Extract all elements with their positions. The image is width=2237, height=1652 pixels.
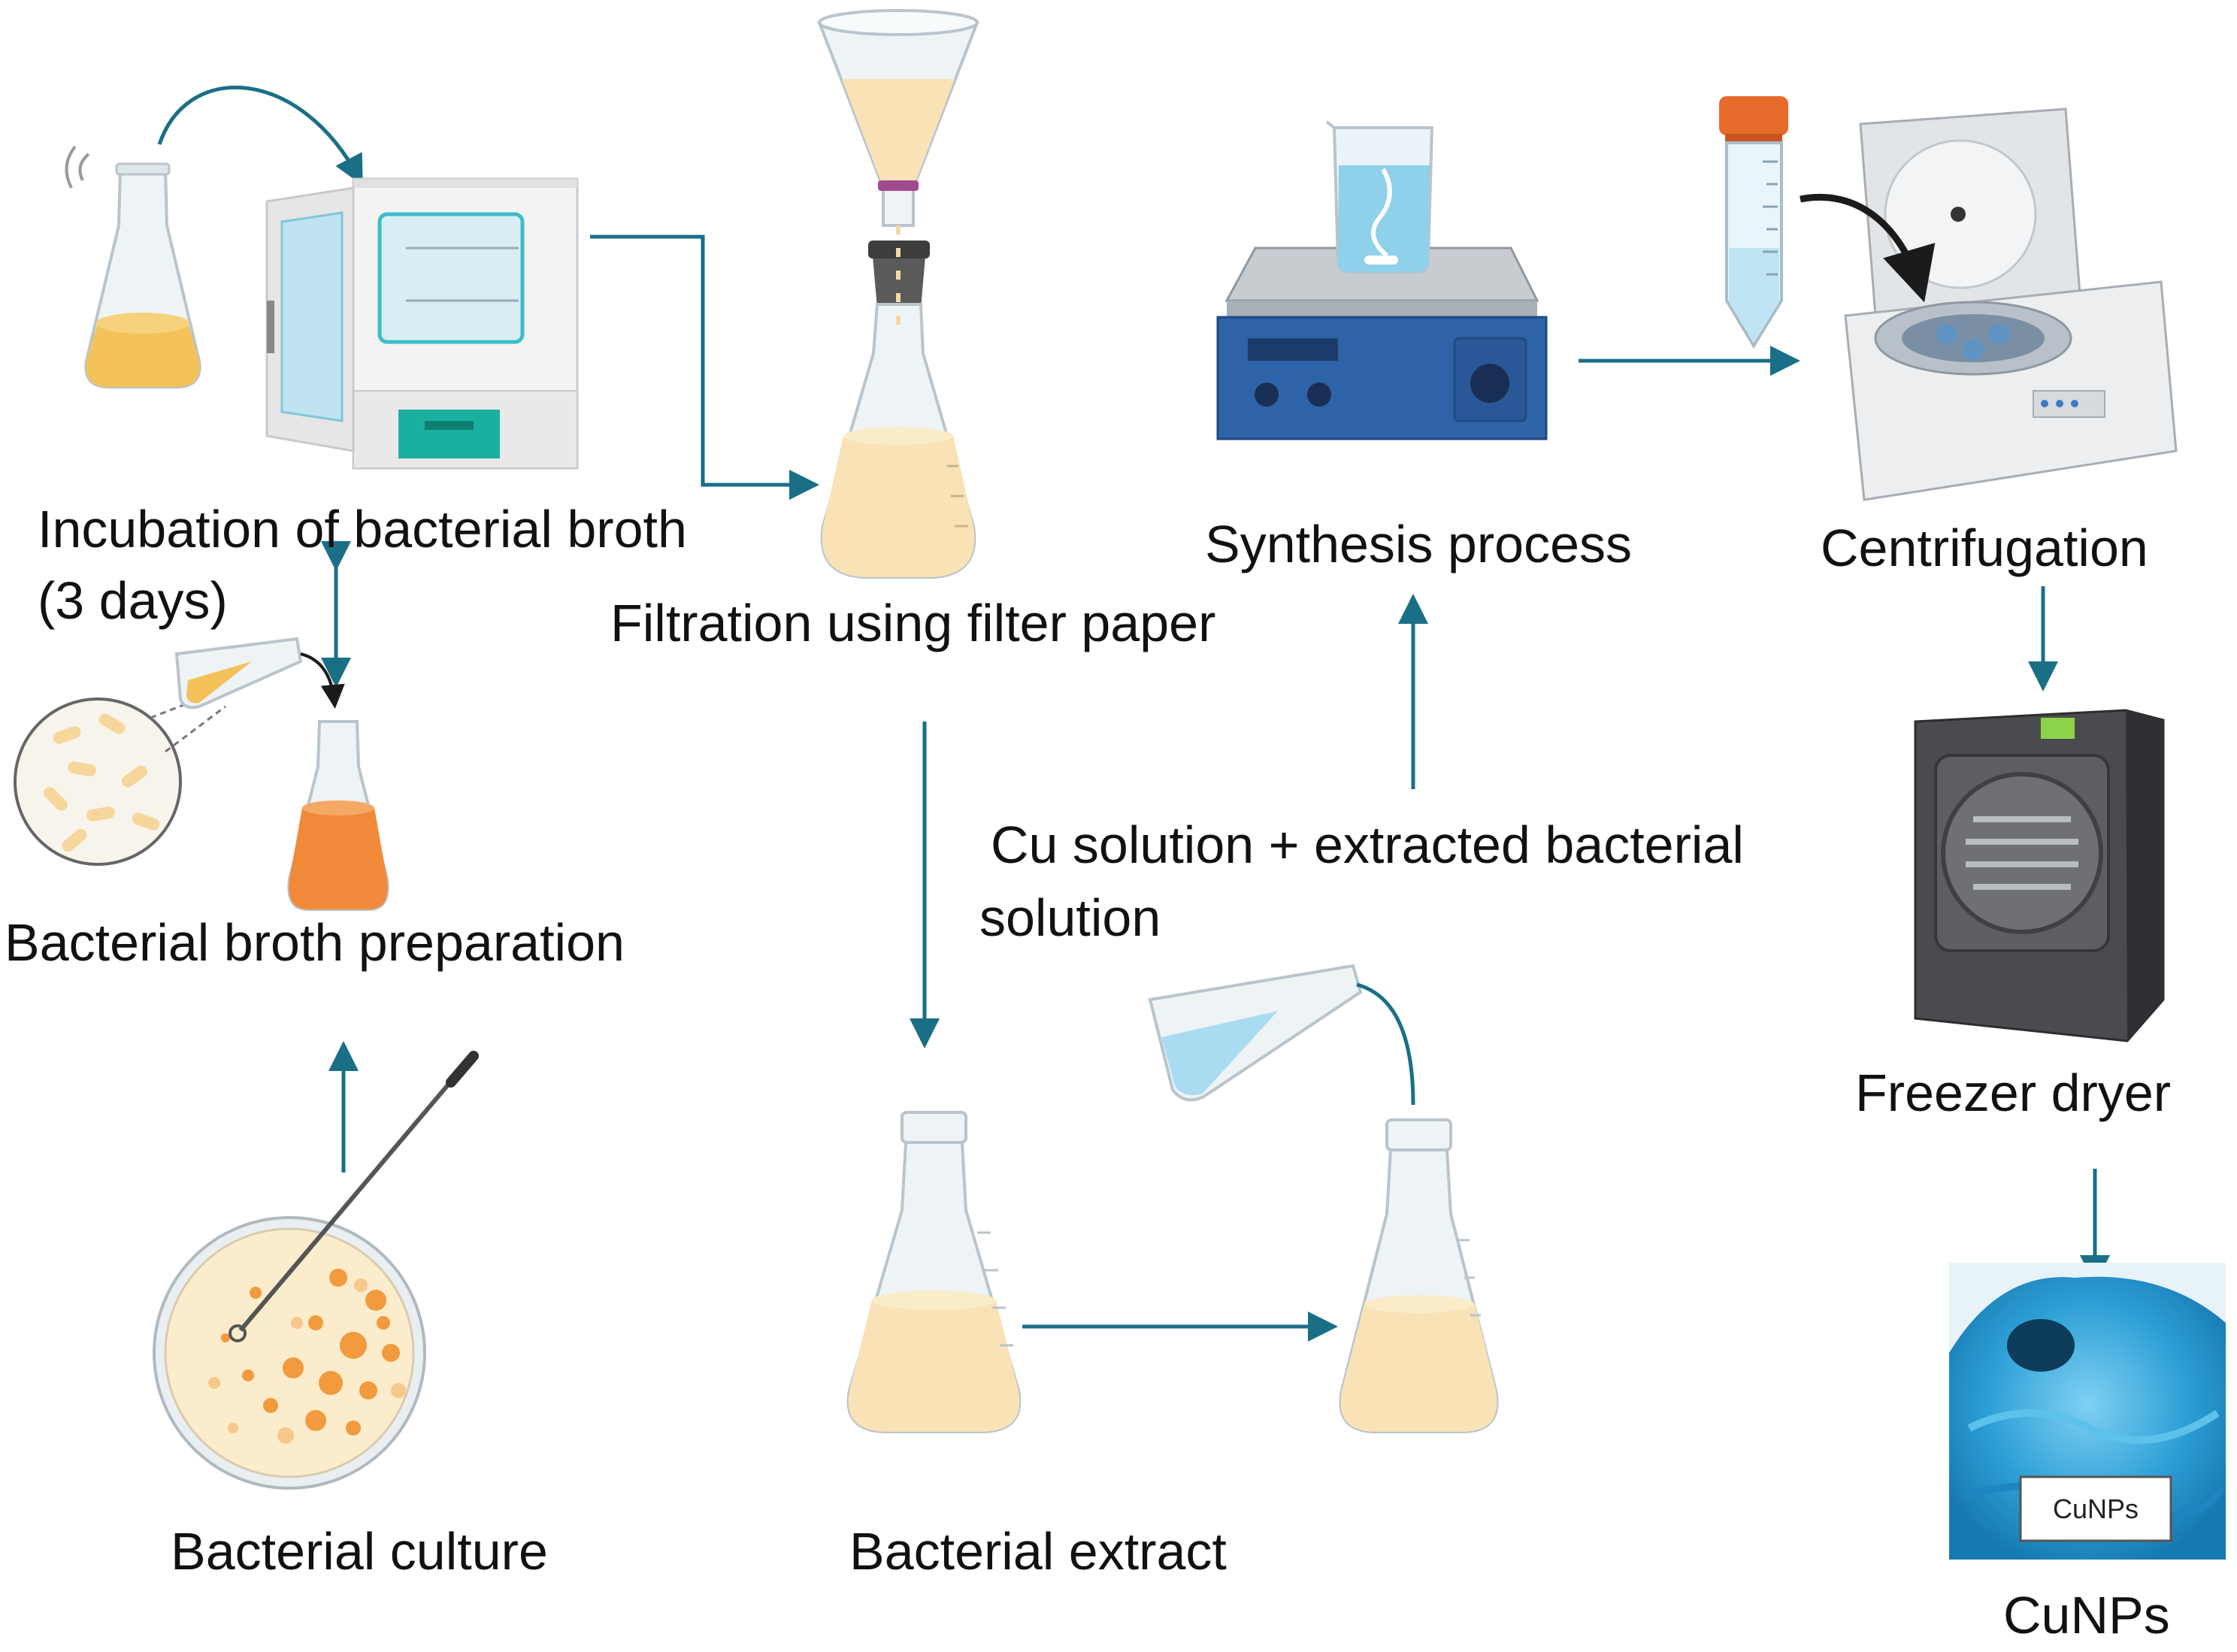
pouring-beaker-icon [174, 637, 345, 710]
label-bacterial-extract: Bacterial extract [849, 1522, 1227, 1581]
label-cunps: CuNPs [2003, 1586, 2170, 1644]
centrifuge-tube-icon [1719, 96, 1788, 349]
label-mixing-line2: solution [979, 888, 1161, 947]
tube-insert-arrow [1800, 193, 1936, 303]
magnetic-stirrer-icon [1216, 120, 1548, 440]
centrifuge-icon [1800, 107, 2178, 501]
petri-dish-icon [153, 1051, 479, 1490]
cunps-tag-label: CuNPs [2053, 1493, 2139, 1524]
cu-solution-beaker-icon [1148, 964, 1415, 1106]
incubator-icon [265, 177, 579, 470]
label-incubation-line1: Incubation of bacterial broth [38, 500, 687, 558]
arrow-incubator-to-filtration [590, 234, 819, 500]
bacteria-magnified-icon [14, 697, 226, 866]
label-synthesis: Synthesis process [1205, 515, 1633, 573]
cunps-powder-image: CuNPs [1949, 1263, 2226, 1560]
freeze-dryer-icon [1914, 709, 2165, 1042]
filtration-setup-icon [817, 9, 979, 579]
label-centrifugation: Centrifugation [1821, 519, 2148, 577]
label-broth-preparation: Bacterial broth preparation [5, 913, 625, 972]
label-freezer-dryer: Freezer dryer [1855, 1064, 2172, 1122]
label-bacterial-culture: Bacterial culture [171, 1522, 548, 1581]
mixing-flask-icon [1339, 1118, 1499, 1433]
arrow-flask-to-incubator [157, 85, 363, 186]
extract-flask-icon [846, 1111, 1022, 1433]
pour-arrow [300, 652, 345, 709]
label-filtration: Filtration using filter paper [610, 594, 1216, 652]
orange-broth-flask-icon [287, 720, 389, 911]
flow-arrows [157, 85, 2110, 1342]
shaking-flask-icon [65, 145, 201, 389]
label-mixing-line1: Cu solution + extracted bacterial [991, 815, 1744, 874]
cu-pour-stream [1356, 982, 1415, 1106]
label-incubation-line2: (3 days) [38, 571, 228, 630]
